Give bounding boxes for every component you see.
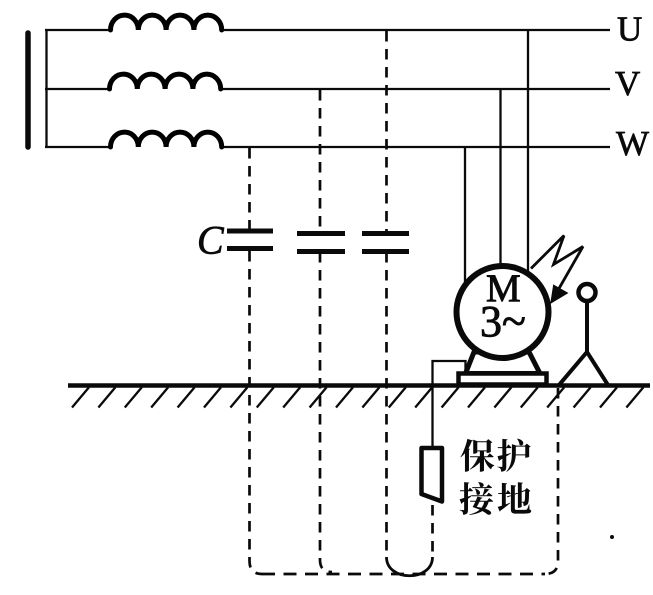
- svg-text:M: M: [486, 267, 521, 310]
- svg-text:3~: 3~: [480, 297, 526, 346]
- svg-text:W: W: [616, 124, 649, 163]
- svg-text:V: V: [615, 64, 640, 103]
- svg-text:U: U: [617, 10, 642, 49]
- svg-text:C: C: [197, 218, 225, 263]
